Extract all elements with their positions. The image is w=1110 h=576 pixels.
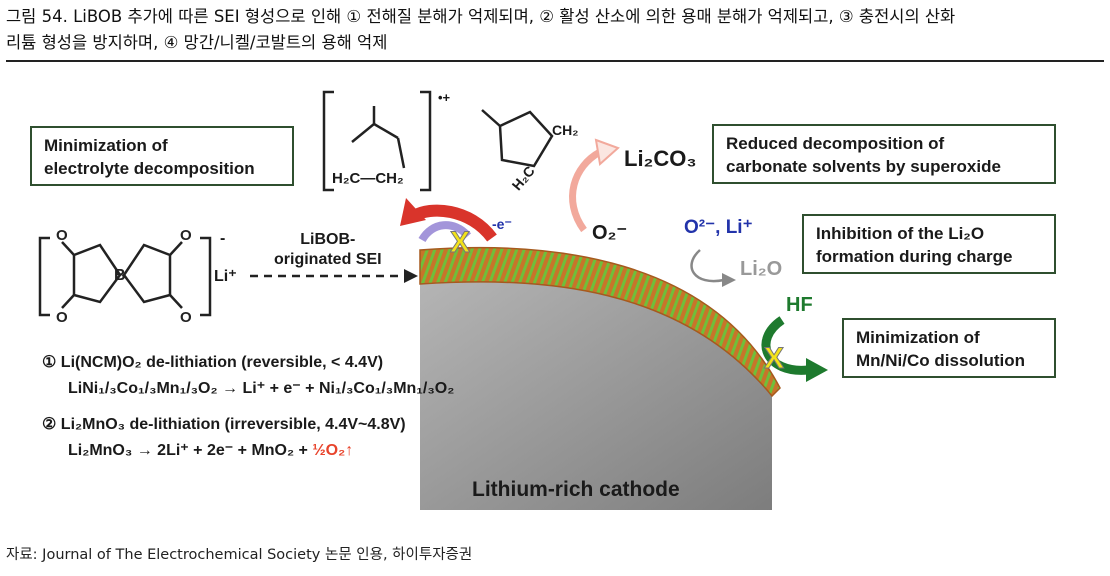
svg-text:B: B bbox=[114, 267, 126, 284]
hf-label: HF bbox=[786, 294, 813, 316]
box-carbonate-decomposition: Reduced decomposition of carbonate solve… bbox=[712, 124, 1056, 184]
li2o-label: Li₂O bbox=[740, 258, 783, 280]
vinyl-label: H₂C—CH₂ bbox=[332, 170, 404, 187]
cathode-body bbox=[420, 275, 772, 510]
pink-arrow bbox=[569, 148, 602, 233]
vinyl-carbonate-molecule bbox=[322, 90, 432, 192]
x-mark-sei: X bbox=[449, 226, 471, 260]
box-carbonate-line-2: carbonate solvents by superoxide bbox=[726, 157, 1001, 176]
green-arrow bbox=[761, 316, 809, 375]
box-dissolution-line-1: Minimization of bbox=[856, 328, 980, 347]
box-li2o-line-2: formation during charge bbox=[816, 247, 1013, 266]
equation-2-body-main: Li₂MnO₃ → 2Li⁺ + 2e⁻ + MnO₂ + bbox=[68, 442, 313, 459]
svg-text:O: O bbox=[180, 309, 192, 326]
box-li2o-line-1: Inhibition of the Li₂O bbox=[816, 224, 985, 243]
figure-caption: 그림 54. LiBOB 추가에 따른 SEI 형성으로 인해 ① 전해질 분해… bbox=[6, 4, 1106, 56]
cathode-label: Lithium-rich cathode bbox=[472, 478, 680, 501]
gray-arrow bbox=[690, 249, 725, 283]
box-carbonate-line-1: Reduced decomposition of bbox=[726, 134, 945, 153]
caption-divider bbox=[6, 60, 1104, 62]
ec-ring-molecule bbox=[481, 109, 554, 168]
sei-label-line-1: LiBOB- bbox=[300, 231, 356, 248]
box-dissolution-line-2: Mn/Ni/Co dissolution bbox=[856, 351, 1026, 370]
libob-molecule bbox=[38, 236, 212, 317]
box-electrolyte-decomposition: Minimization of electrolyte decompositio… bbox=[30, 126, 294, 186]
li-plus-label: Li⁺ bbox=[214, 268, 237, 285]
svg-text:O: O bbox=[56, 309, 68, 326]
radical-label: •+ bbox=[438, 90, 451, 105]
equation-2-title: ② Li₂MnO₃ de-lithiation (irreversible, 4… bbox=[42, 416, 406, 433]
sei-diagram: B O O O O bbox=[22, 90, 1070, 510]
sei-label-line-2: originated SEI bbox=[274, 251, 382, 268]
box-electrolyte-line-2: electrolyte decomposition bbox=[44, 159, 255, 178]
box-electrolyte-line-1: Minimization of bbox=[44, 136, 168, 155]
electron-label: -e⁻ bbox=[492, 216, 512, 232]
o2-minus-label: O₂⁻ bbox=[592, 222, 627, 244]
diagram-graphics: B O O O O bbox=[38, 90, 828, 510]
sei-label: LiBOB- originated SEI bbox=[274, 230, 382, 270]
o2-li-label: O²⁻, Li⁺ bbox=[684, 217, 753, 238]
svg-text:O: O bbox=[56, 227, 68, 244]
source-note: 자료: Journal of The Electrochemical Socie… bbox=[6, 547, 473, 563]
equation-2-o2-release: ½O₂↑ bbox=[312, 442, 354, 459]
caption-line-1: 그림 54. LiBOB 추가에 따른 SEI 형성으로 인해 ① 전해질 분해… bbox=[6, 7, 956, 26]
equation-1-body: LiNi₁/₃Co₁/₃Mn₁/₃O₂ → Li⁺ + e⁻ + Ni₁/₃Co… bbox=[68, 380, 455, 397]
box-dissolution: Minimization of Mn/Ni/Co dissolution bbox=[842, 318, 1056, 378]
box-li2o-inhibition: Inhibition of the Li₂O formation during … bbox=[802, 214, 1056, 274]
svg-text:O: O bbox=[180, 227, 192, 244]
x-mark-hf: X bbox=[763, 342, 785, 376]
equation-1-title: ① Li(NCM)O₂ de-lithiation (reversible, <… bbox=[42, 354, 384, 371]
minus-label: - bbox=[220, 230, 226, 247]
sei-layer bbox=[419, 246, 781, 398]
ring-ch2-label: CH₂ bbox=[552, 122, 579, 138]
li2co3-label: Li₂CO₃ bbox=[624, 146, 697, 171]
caption-line-2: 리튬 형성을 방지하며, ④ 망간/니켈/코발트의 용해 억제 bbox=[6, 33, 388, 52]
equation-2-body: Li₂MnO₃ → 2Li⁺ + 2e⁻ + MnO₂ + ½O₂↑ bbox=[68, 440, 353, 460]
